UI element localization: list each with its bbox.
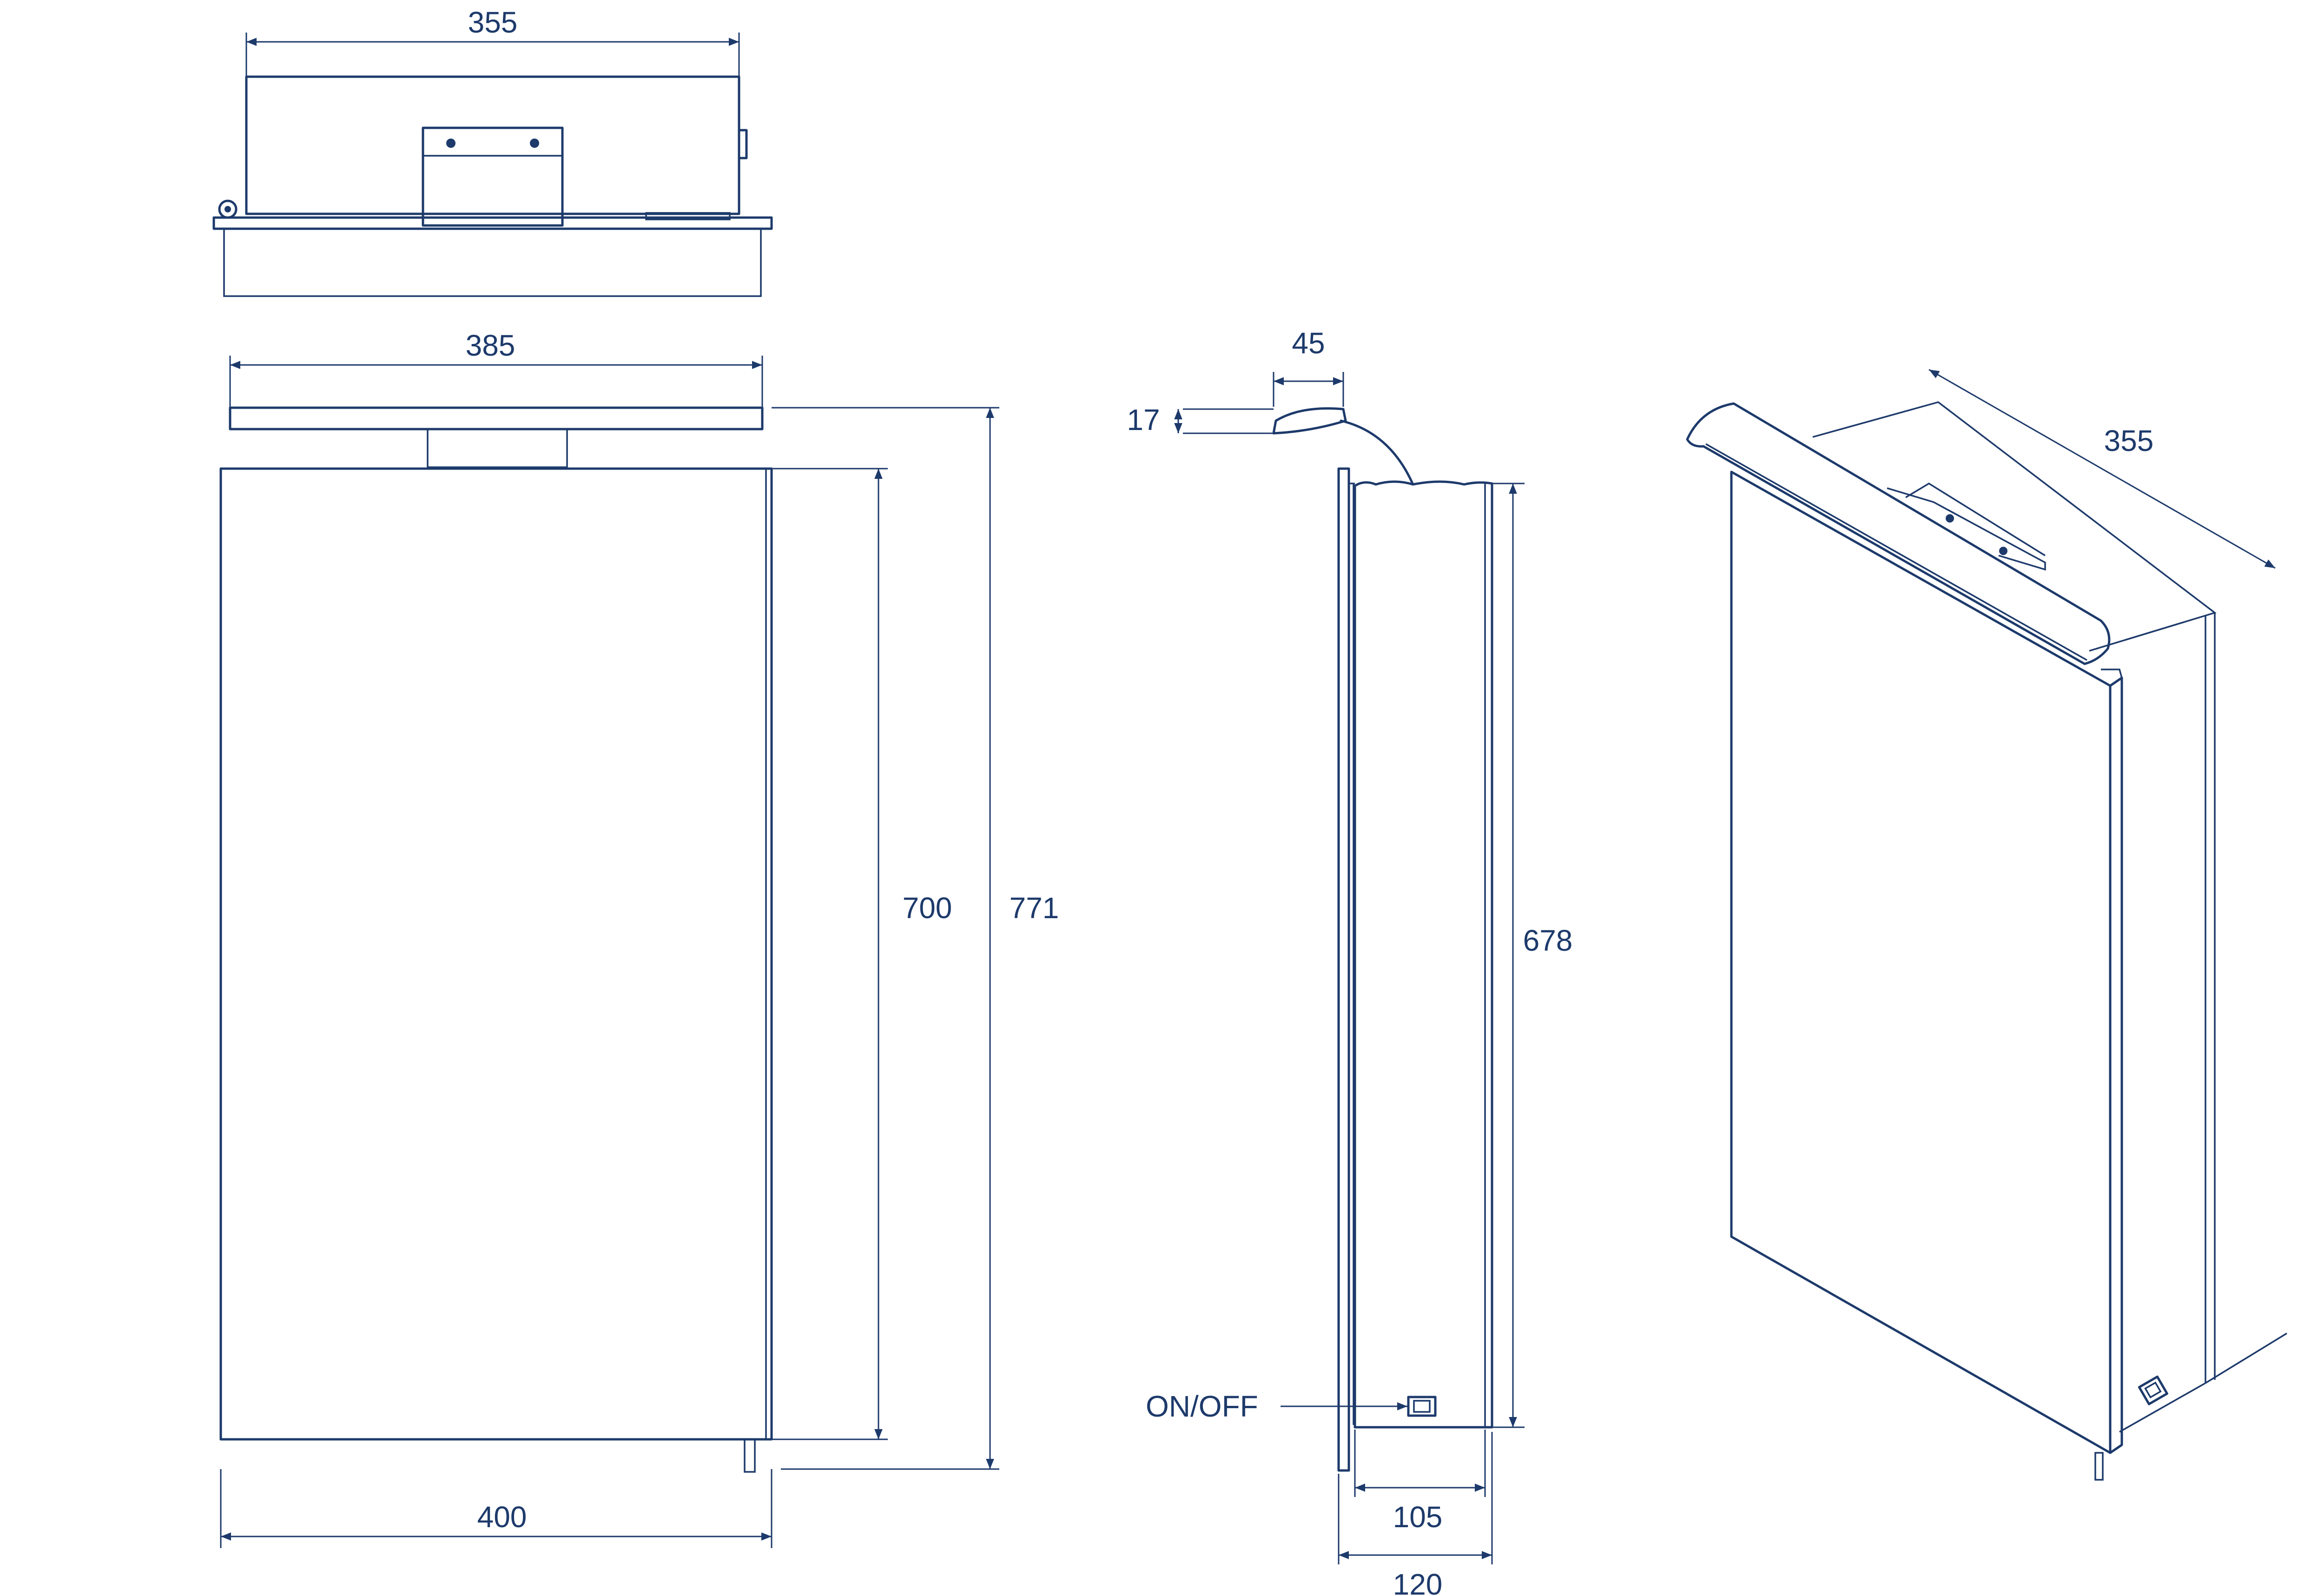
body-depth-dimension: 105	[1393, 1500, 1443, 1534]
front-width-dimension: 400	[477, 1500, 527, 1534]
total-height-dimension: 771	[1010, 891, 1059, 925]
side-height-dimension: 678	[1523, 924, 1573, 957]
total-depth-dimension: 120	[1393, 1568, 1443, 1596]
light-width-dimension: 385	[466, 329, 515, 362]
light-depth-dimension: 45	[1292, 326, 1325, 360]
light-thickness-dimension: 17	[1127, 403, 1160, 437]
top-width-dimension: 355	[468, 6, 518, 39]
side-view: ON/OFF 45 17 678 105 120	[1127, 326, 1572, 1596]
isometric-view: 355	[1686, 369, 2287, 1481]
top-view: 355	[212, 6, 773, 297]
switch-label: ON/OFF	[1146, 1390, 1258, 1423]
iso-depth-dimension: 355	[2104, 424, 2154, 457]
cabinet-height-dimension: 700	[903, 891, 952, 925]
front-view: 385 400 700 771	[219, 329, 1059, 1548]
